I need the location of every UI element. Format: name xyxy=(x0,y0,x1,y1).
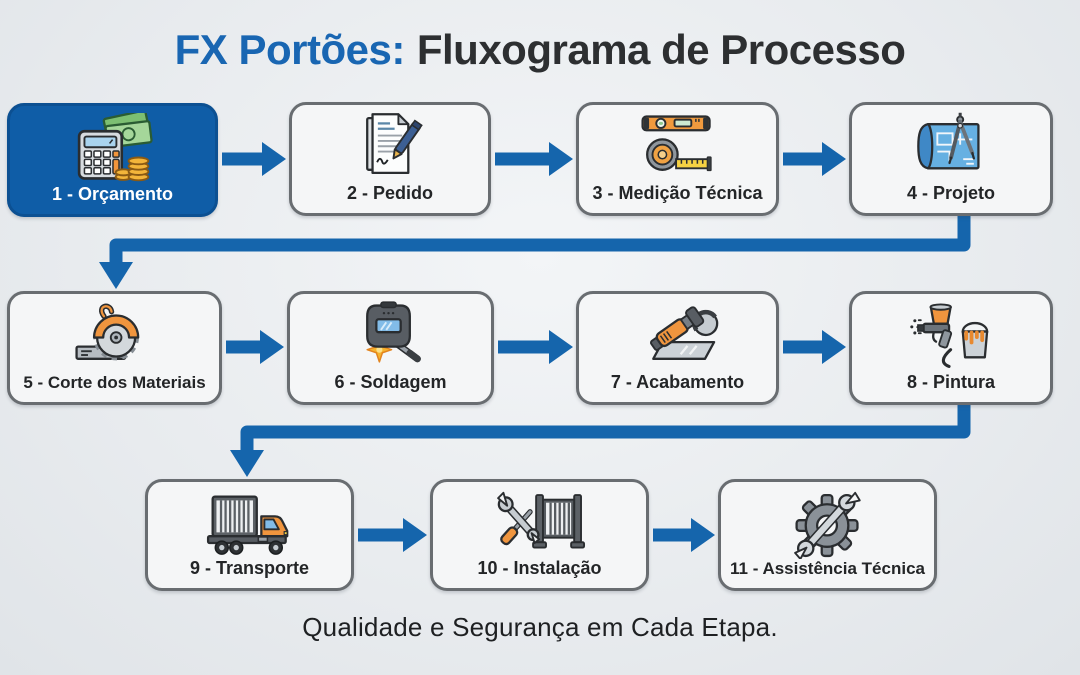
footer-caption: Qualidade e Segurança em Cada Etapa. xyxy=(302,612,778,642)
circular-saw-icon xyxy=(75,303,140,361)
tools-gate-icon xyxy=(497,491,586,549)
flow-arrow-6-7 xyxy=(498,330,573,364)
flow-arrow-7-8 xyxy=(783,330,846,364)
step-label-9: 9 - Transporte xyxy=(189,558,310,578)
level-tape-measure-icon xyxy=(641,115,712,172)
flow-connector-4-to-5 xyxy=(109,210,971,263)
step-box-5-corte: 5 - Corte dos Materiais xyxy=(7,291,222,405)
step-label-7: 7 - Acabamento xyxy=(610,372,745,392)
flow-arrow-5-6 xyxy=(226,330,284,364)
flow-arrow-1-2 xyxy=(222,142,286,176)
flow-arrow-2-3 xyxy=(495,142,573,176)
step-label-1: 1 - Orçamento xyxy=(51,184,174,204)
step-label-2: 2 - Pedido xyxy=(346,183,433,203)
welding-helmet-icon xyxy=(366,301,422,363)
angle-grinder-icon xyxy=(649,306,719,360)
step-label-5: 5 - Corte dos Materiais xyxy=(23,373,206,392)
step-box-1-orcamento: 1 - Orçamento xyxy=(7,103,218,217)
step-box-9-transporte: 9 - Transporte xyxy=(145,479,354,591)
flow-arrow-9-10 xyxy=(358,518,427,552)
step-label-8: 8 - Pintura xyxy=(906,372,995,392)
step-box-7-acabamento: 7 - Acabamento xyxy=(576,291,779,405)
step-box-4-projeto: 4 - Projeto xyxy=(849,102,1053,216)
step-box-2-pedido: 2 - Pedido xyxy=(289,102,491,216)
step-box-11-assistencia: 11 - Assistência Técnica xyxy=(718,479,937,591)
spray-gun-paint-icon xyxy=(910,303,989,368)
step-label-4: 4 - Projeto xyxy=(906,183,995,203)
page-title: FX Portões:Fluxograma de Processo xyxy=(0,26,1080,74)
truck-gate-icon xyxy=(207,495,289,555)
step-label-3: 3 - Medição Técnica xyxy=(592,183,763,203)
step-box-10-instalacao: 10 - Instalação xyxy=(430,479,649,591)
flow-arrowhead-9 xyxy=(230,450,264,477)
blueprint-compass-icon xyxy=(917,112,980,170)
title-text: Fluxograma de Processo xyxy=(416,26,906,73)
flow-connector-8-to-9 xyxy=(240,398,971,451)
step-box-8-pintura: 8 - Pintura xyxy=(849,291,1053,405)
calculator-money-icon xyxy=(77,113,153,182)
step-label-11: 11 - Assistência Técnica xyxy=(730,559,925,578)
step-box-6-soldagem: 6 - Soldagem xyxy=(287,291,494,405)
step-label-6: 6 - Soldagem xyxy=(334,372,447,392)
flow-arrow-3-4 xyxy=(783,142,846,176)
document-pen-icon xyxy=(366,113,423,175)
flow-arrowhead-5 xyxy=(99,262,133,289)
brand-name: FX Portões: xyxy=(174,26,406,73)
step-box-3-medicao: 3 - Medição Técnica xyxy=(576,102,779,216)
flow-arrow-10-11 xyxy=(653,518,715,552)
step-label-10: 10 - Instalação xyxy=(477,558,602,578)
gear-wrench-icon xyxy=(794,491,862,559)
